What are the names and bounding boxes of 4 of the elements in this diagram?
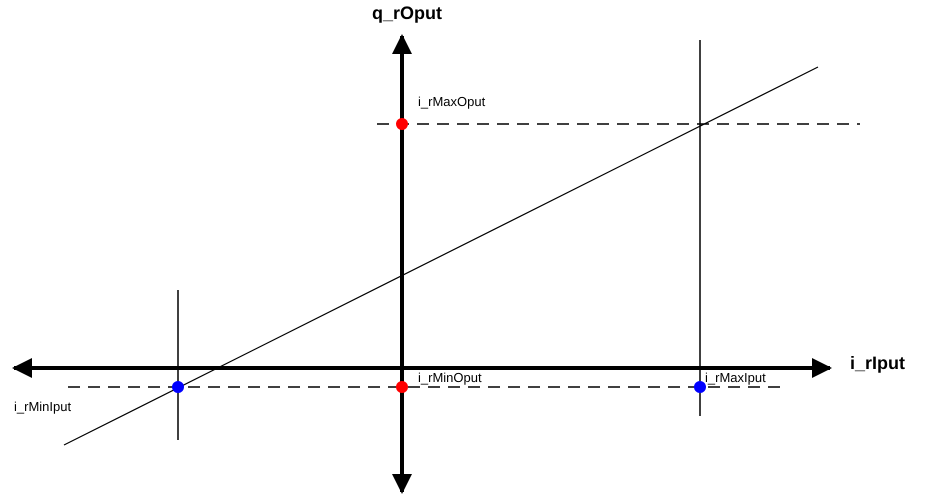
point-label: i_rMaxIput xyxy=(705,371,766,385)
point-label: i_rMinOput xyxy=(418,371,482,385)
point-label: i_rMaxOput xyxy=(418,95,486,109)
point-label: i_rMinIput xyxy=(14,400,72,414)
